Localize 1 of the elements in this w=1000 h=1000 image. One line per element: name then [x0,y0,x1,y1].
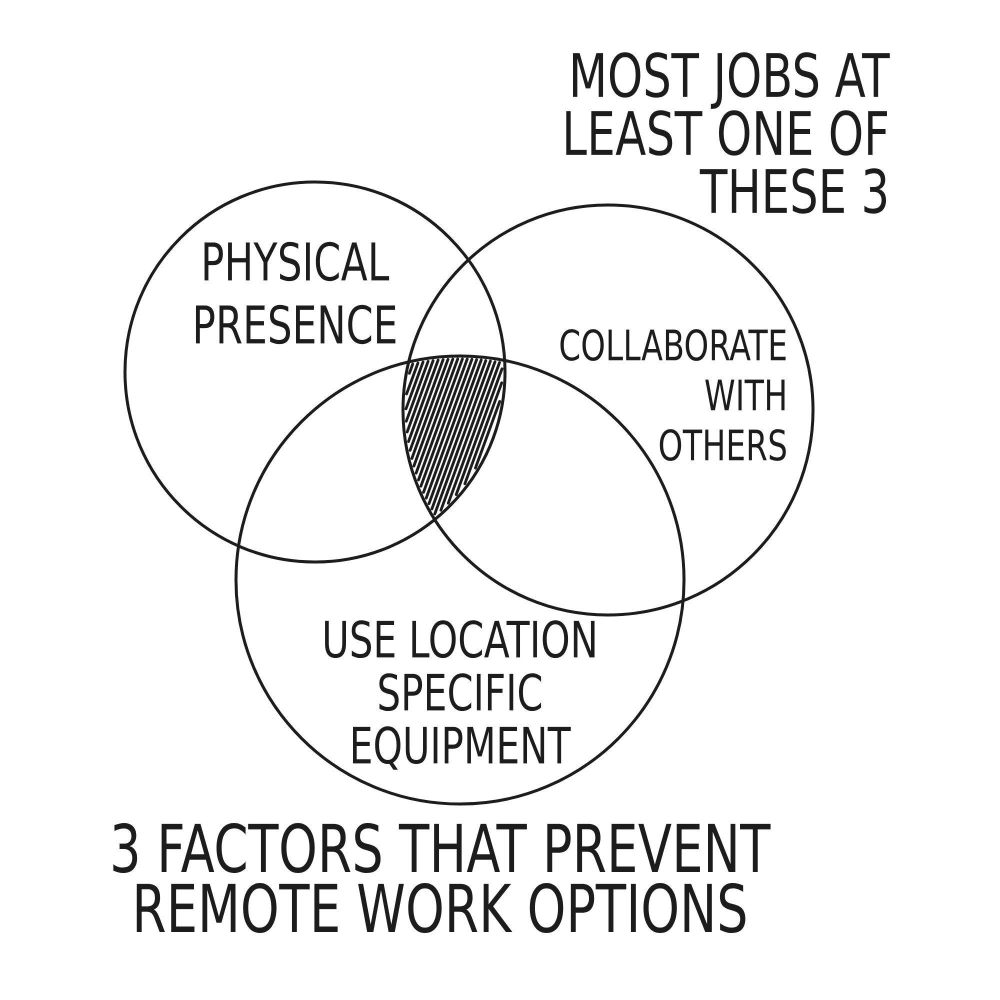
caption: 3 FACTORS THAT PREVENT REMOTE WORK OPTIONS [113,823,771,933]
